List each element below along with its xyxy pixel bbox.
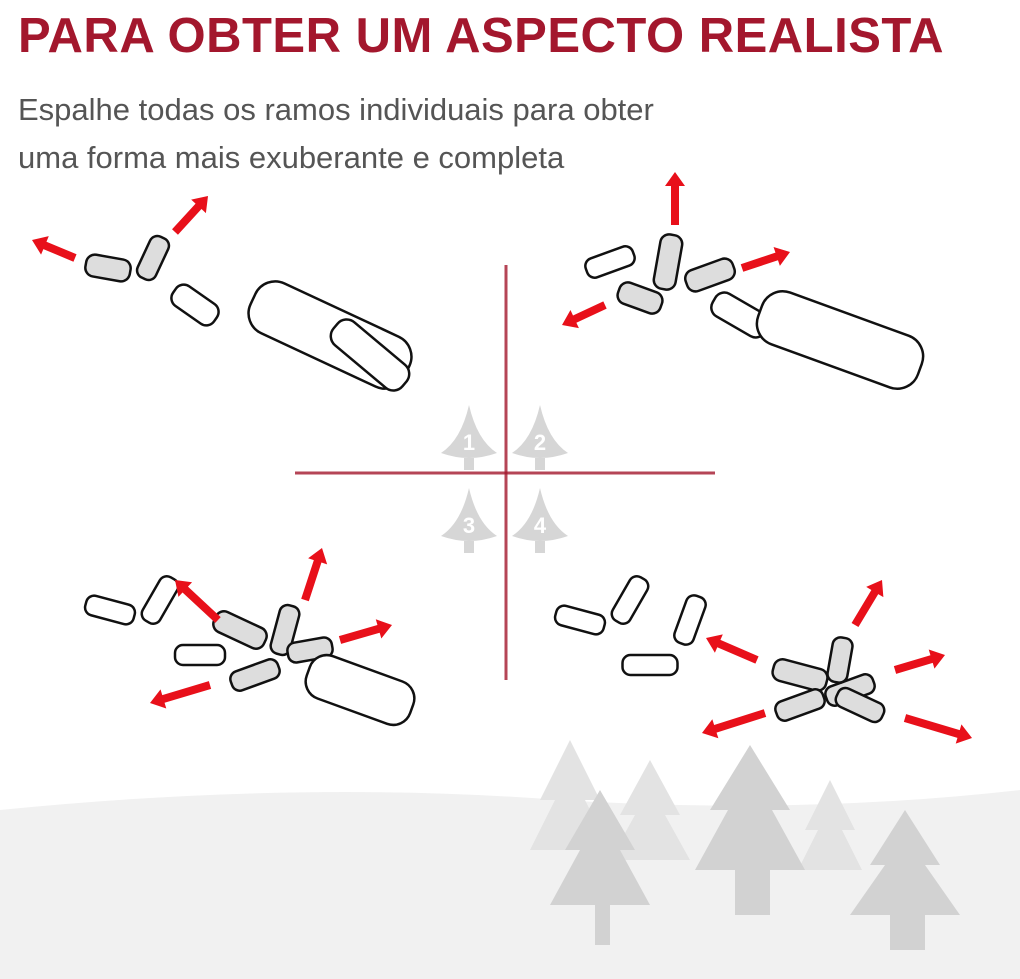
red-arrow-icon (301, 548, 328, 602)
step-tree-icon: 4 (512, 488, 568, 553)
red-arrow-icon (705, 634, 759, 664)
branch-segment (329, 318, 411, 392)
branch-segment (83, 594, 137, 626)
branch-segment (84, 253, 132, 283)
step-tree-icon: 1 (441, 405, 497, 470)
red-arrow-icon (174, 579, 221, 623)
red-arrow-icon (665, 172, 685, 225)
branch-segment (774, 688, 826, 722)
step-tree-icon: 2 (512, 405, 568, 470)
branch-segment (304, 653, 416, 727)
branch-segment (229, 658, 281, 692)
subtitle-line-1: Espalhe todas os ramos individuais para … (18, 92, 654, 127)
branch-segment (616, 281, 664, 315)
branch-segment (610, 575, 650, 625)
red-arrow-icon (562, 301, 607, 329)
pine-tree-icon (550, 745, 960, 950)
branch-segment (269, 603, 301, 657)
branch-segment (771, 657, 829, 693)
branch-segment (673, 594, 707, 646)
branch-segment (826, 636, 854, 684)
branch-segment (135, 234, 171, 282)
red-arrow-icon (851, 579, 884, 628)
branch-segment (652, 233, 684, 291)
red-arrow-icon (903, 714, 973, 744)
step-number: 2 (534, 430, 546, 455)
branch-segment (140, 575, 180, 625)
red-arrow-icon (893, 649, 945, 674)
step-number: 1 (463, 430, 475, 455)
red-arrow-icon (740, 246, 790, 272)
branch-segment (553, 604, 607, 636)
winter-background (0, 740, 1020, 979)
branch-segment (755, 290, 925, 390)
branch-segment (683, 257, 737, 293)
branch-segment (584, 245, 636, 279)
step-number: 3 (463, 513, 475, 538)
red-arrow-icon (172, 195, 209, 235)
red-arrow-icon (150, 681, 212, 709)
subtitle: Espalhe todas os ramos individuais para … (18, 86, 654, 182)
red-arrow-icon (32, 236, 77, 262)
branch-segment (173, 643, 227, 667)
subtitle-line-2: uma forma mais exuberante e completa (18, 140, 565, 175)
step-number: 4 (534, 513, 547, 538)
red-arrow-icon (338, 619, 392, 644)
step-tree-icon: 3 (441, 488, 497, 553)
page-title: PARA OBTER UM ASPECTO REALISTA (18, 9, 945, 63)
branch-segment (834, 686, 886, 724)
branch-segment (170, 283, 220, 327)
quadrant-divider (295, 265, 715, 680)
branch-segment (621, 653, 679, 677)
red-arrow-icon (702, 709, 767, 739)
